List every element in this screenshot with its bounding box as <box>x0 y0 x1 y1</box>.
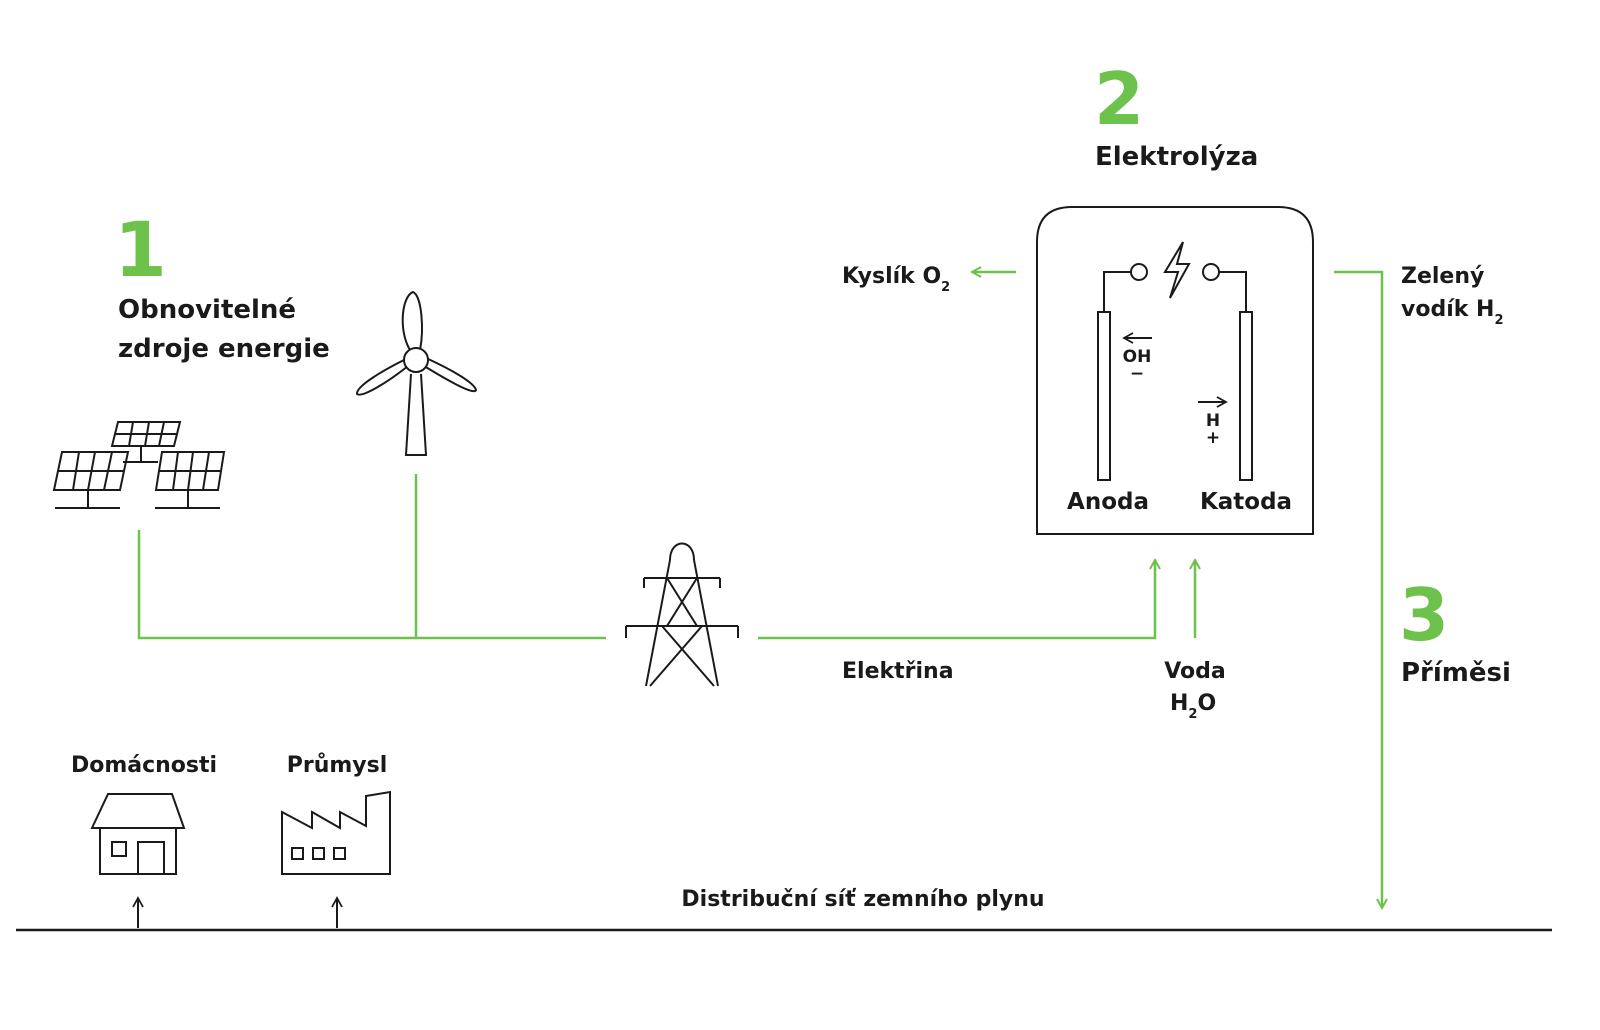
h-charge: + <box>1206 428 1220 448</box>
oxygen-label: Kyslík O2 <box>842 264 950 295</box>
factory-icon <box>281 790 391 875</box>
hydrogen-flow-line <box>1334 270 1382 908</box>
step2-number: 2 <box>1094 57 1144 141</box>
water-o: O <box>1197 691 1216 716</box>
power-pylon-icon <box>625 542 739 687</box>
households-label: Domácnosti <box>71 753 217 778</box>
renewables-feed-lines <box>137 474 606 640</box>
oh-ion: OH <box>1123 347 1152 367</box>
oxygen-subscript: 2 <box>941 280 950 295</box>
cathode-label: Katoda <box>1200 489 1292 515</box>
step1-title-line1: Obnovitelné <box>118 295 296 325</box>
oxygen-text: Kyslík O <box>842 264 941 289</box>
step1-title-line2: zdroje energie <box>118 334 330 364</box>
lightning-icon <box>1163 241 1191 299</box>
gas-grid-label: Distribuční síť zemního plynu <box>681 887 1044 912</box>
step2-title: Elektrolýza <box>1095 142 1258 172</box>
step1-number: 1 <box>114 205 167 294</box>
water-subscript: 2 <box>1188 707 1197 722</box>
h-ion: H <box>1206 411 1220 431</box>
wind-turbine-icon <box>356 290 478 456</box>
green-hydrogen-subscript: 2 <box>1494 313 1503 328</box>
solar-panels-icon <box>52 421 226 509</box>
water-label-line1: Voda <box>1164 659 1226 684</box>
cathode-electrode <box>1239 311 1253 481</box>
water-formula: H2O <box>1170 691 1216 722</box>
water-h: H <box>1170 691 1188 716</box>
electricity-flow-line <box>758 560 1155 640</box>
step3-number: 3 <box>1399 573 1449 657</box>
oh-charge: − <box>1130 364 1144 384</box>
green-hydrogen-label-line1: Zelený <box>1401 264 1484 289</box>
anode-electrode <box>1097 311 1111 481</box>
green-hydrogen-text: vodík H <box>1401 297 1494 322</box>
green-hydrogen-label-line2: vodík H2 <box>1401 297 1504 328</box>
electricity-label: Elektřina <box>842 659 954 684</box>
anode-label: Anoda <box>1067 489 1149 515</box>
house-icon <box>90 793 186 875</box>
step3-title: Příměsi <box>1401 658 1511 688</box>
electrolyzer-cell: OH − H + Anoda Katoda <box>1036 206 1314 535</box>
industry-label: Průmysl <box>287 753 388 778</box>
